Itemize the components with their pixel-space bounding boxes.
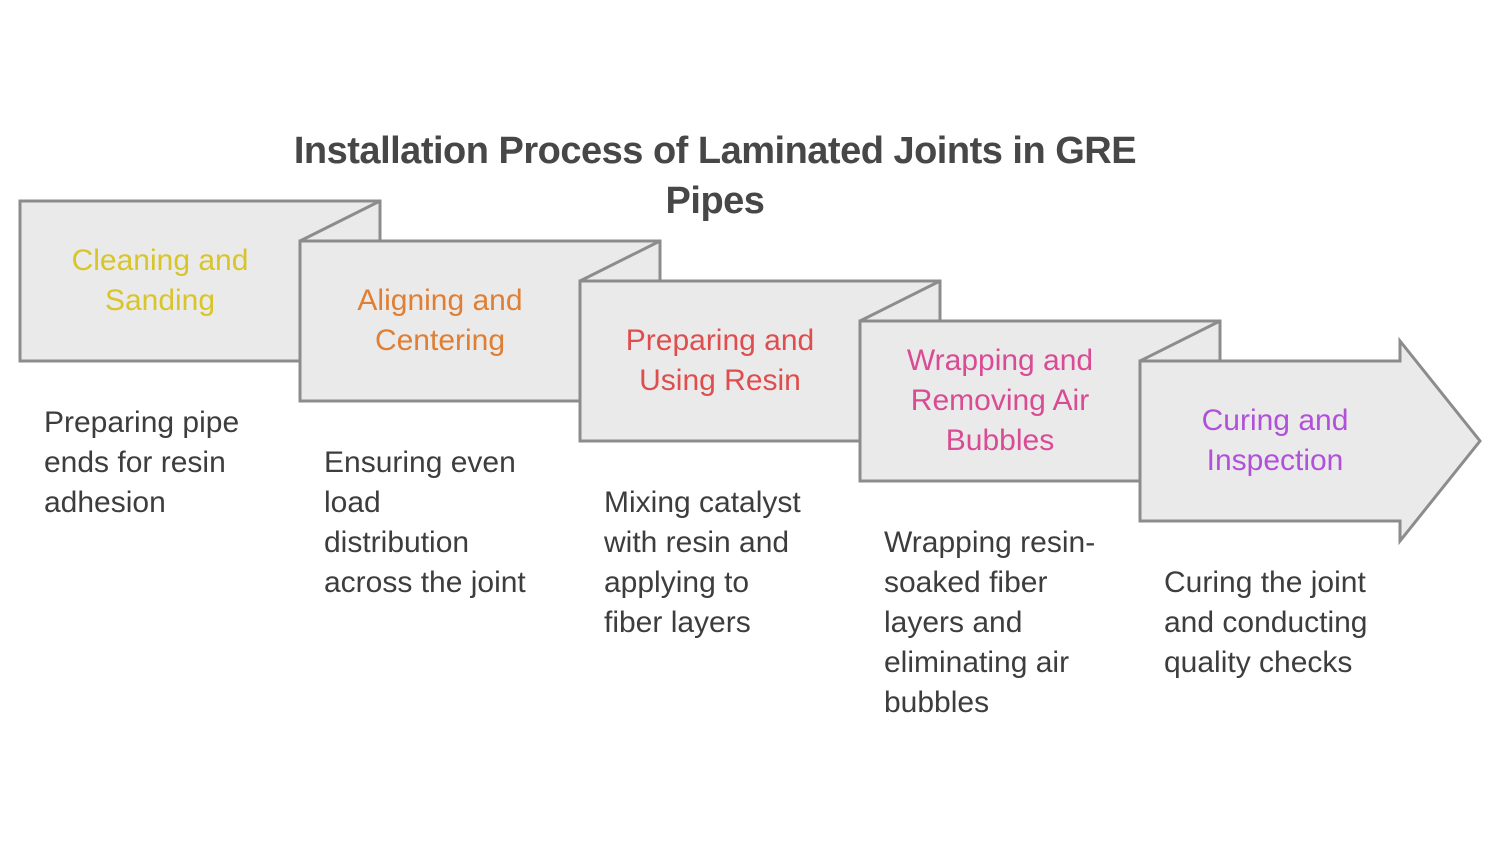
fold-line <box>1139 319 1221 363</box>
diagram-title: Installation Process of Laminated Joints… <box>293 130 1137 222</box>
step-arrow <box>1138 336 1482 546</box>
fold-line <box>579 239 661 283</box>
fold-line <box>299 199 381 243</box>
fold-line <box>859 279 941 323</box>
